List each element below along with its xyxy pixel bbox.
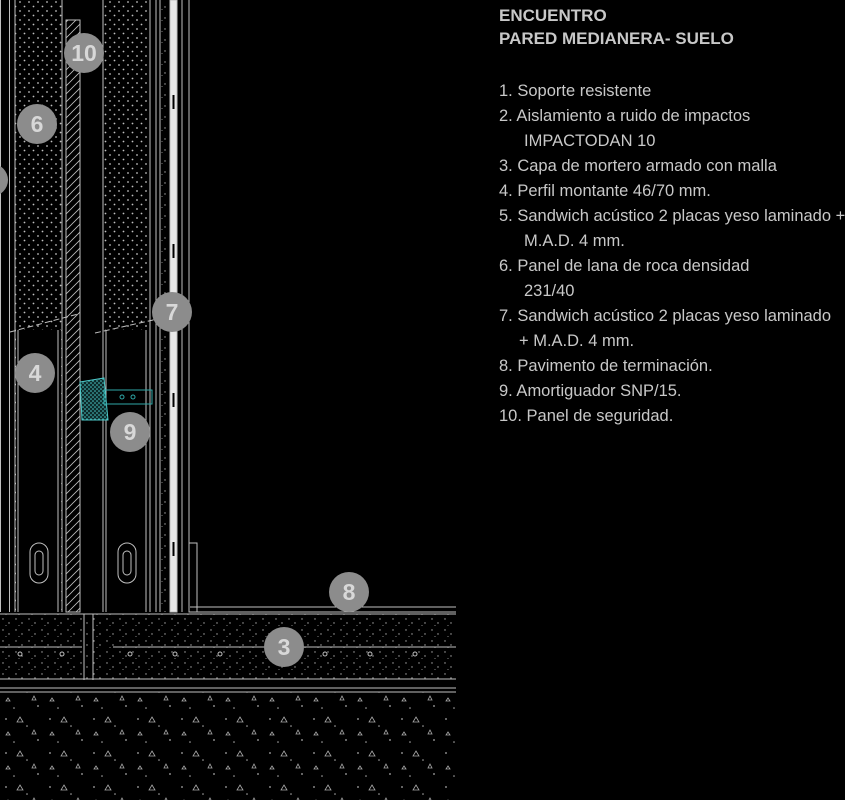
svg-text:3: 3 [278,634,291,660]
callout-9: 9 [110,412,150,452]
legend-item-9: 9. Amortiguador SNP/15. [499,382,682,400]
structural-slab [0,691,456,800]
legend-item-8: 8. Pavimento de terminación. [499,357,713,375]
callout-7: 7 [152,292,192,332]
damper [79,377,153,421]
callout-8: 8 [329,572,369,612]
legend-item-3: 3. Capa de mortero armado con malla [499,157,777,175]
legend-item-6-sub: 231/40 [524,282,575,300]
legend-item-7: 7. Sandwich acústico 2 placas yeso lamin… [499,307,832,325]
stud-slot-right [117,542,137,584]
legend-item-5: 5. Sandwich acústico 2 placas yeso lamin… [499,207,845,225]
stud-slot-left [29,542,49,584]
legend-item-6: 6. Panel de lana de roca densidad [499,257,750,275]
svg-text:4: 4 [29,360,42,386]
title-line-1: ENCUENTRO [499,6,607,25]
callout-partial [0,166,8,194]
legend-item-5-sub: M.A.D. 4 mm. [524,232,625,250]
callout-3: 3 [264,627,304,667]
construction-detail-drawing: 10 6 7 4 9 8 3 [0,0,456,800]
svg-text:7: 7 [166,299,179,325]
legend-item-10: 10. Panel de seguridad. [499,407,674,425]
security-panel [65,19,81,613]
insulation-panel-right [94,0,163,612]
svg-text:8: 8 [343,579,356,605]
svg-text:10: 10 [71,40,97,66]
callout-10: 10 [64,33,104,73]
floor-finish [190,606,456,613]
legend-item-4: 4. Perfil montante 46/70 mm. [499,182,711,200]
legend-list: 1. Soporte resistente 2. Aislamiento a r… [499,79,845,429]
legend-item-1: 1. Soporte resistente [499,82,652,100]
callout-4: 4 [15,353,55,393]
legend-panel: ENCUENTRO PARED MEDIANERA- SUELO 1. Sopo… [499,4,845,425]
left-wall-layer [0,0,10,612]
title-line-2: PARED MEDIANERA- SUELO [499,29,734,48]
svg-text:9: 9 [124,419,137,445]
legend-item-7-sub: + M.A.D. 4 mm. [519,332,635,350]
callout-6: 6 [17,104,57,144]
mortar-layer [0,613,456,689]
svg-text:6: 6 [31,111,44,137]
legend-item-2-sub: IMPACTODAN 10 [524,132,656,150]
legend-item-2: 2. Aislamiento a ruido de impactos [499,107,751,125]
